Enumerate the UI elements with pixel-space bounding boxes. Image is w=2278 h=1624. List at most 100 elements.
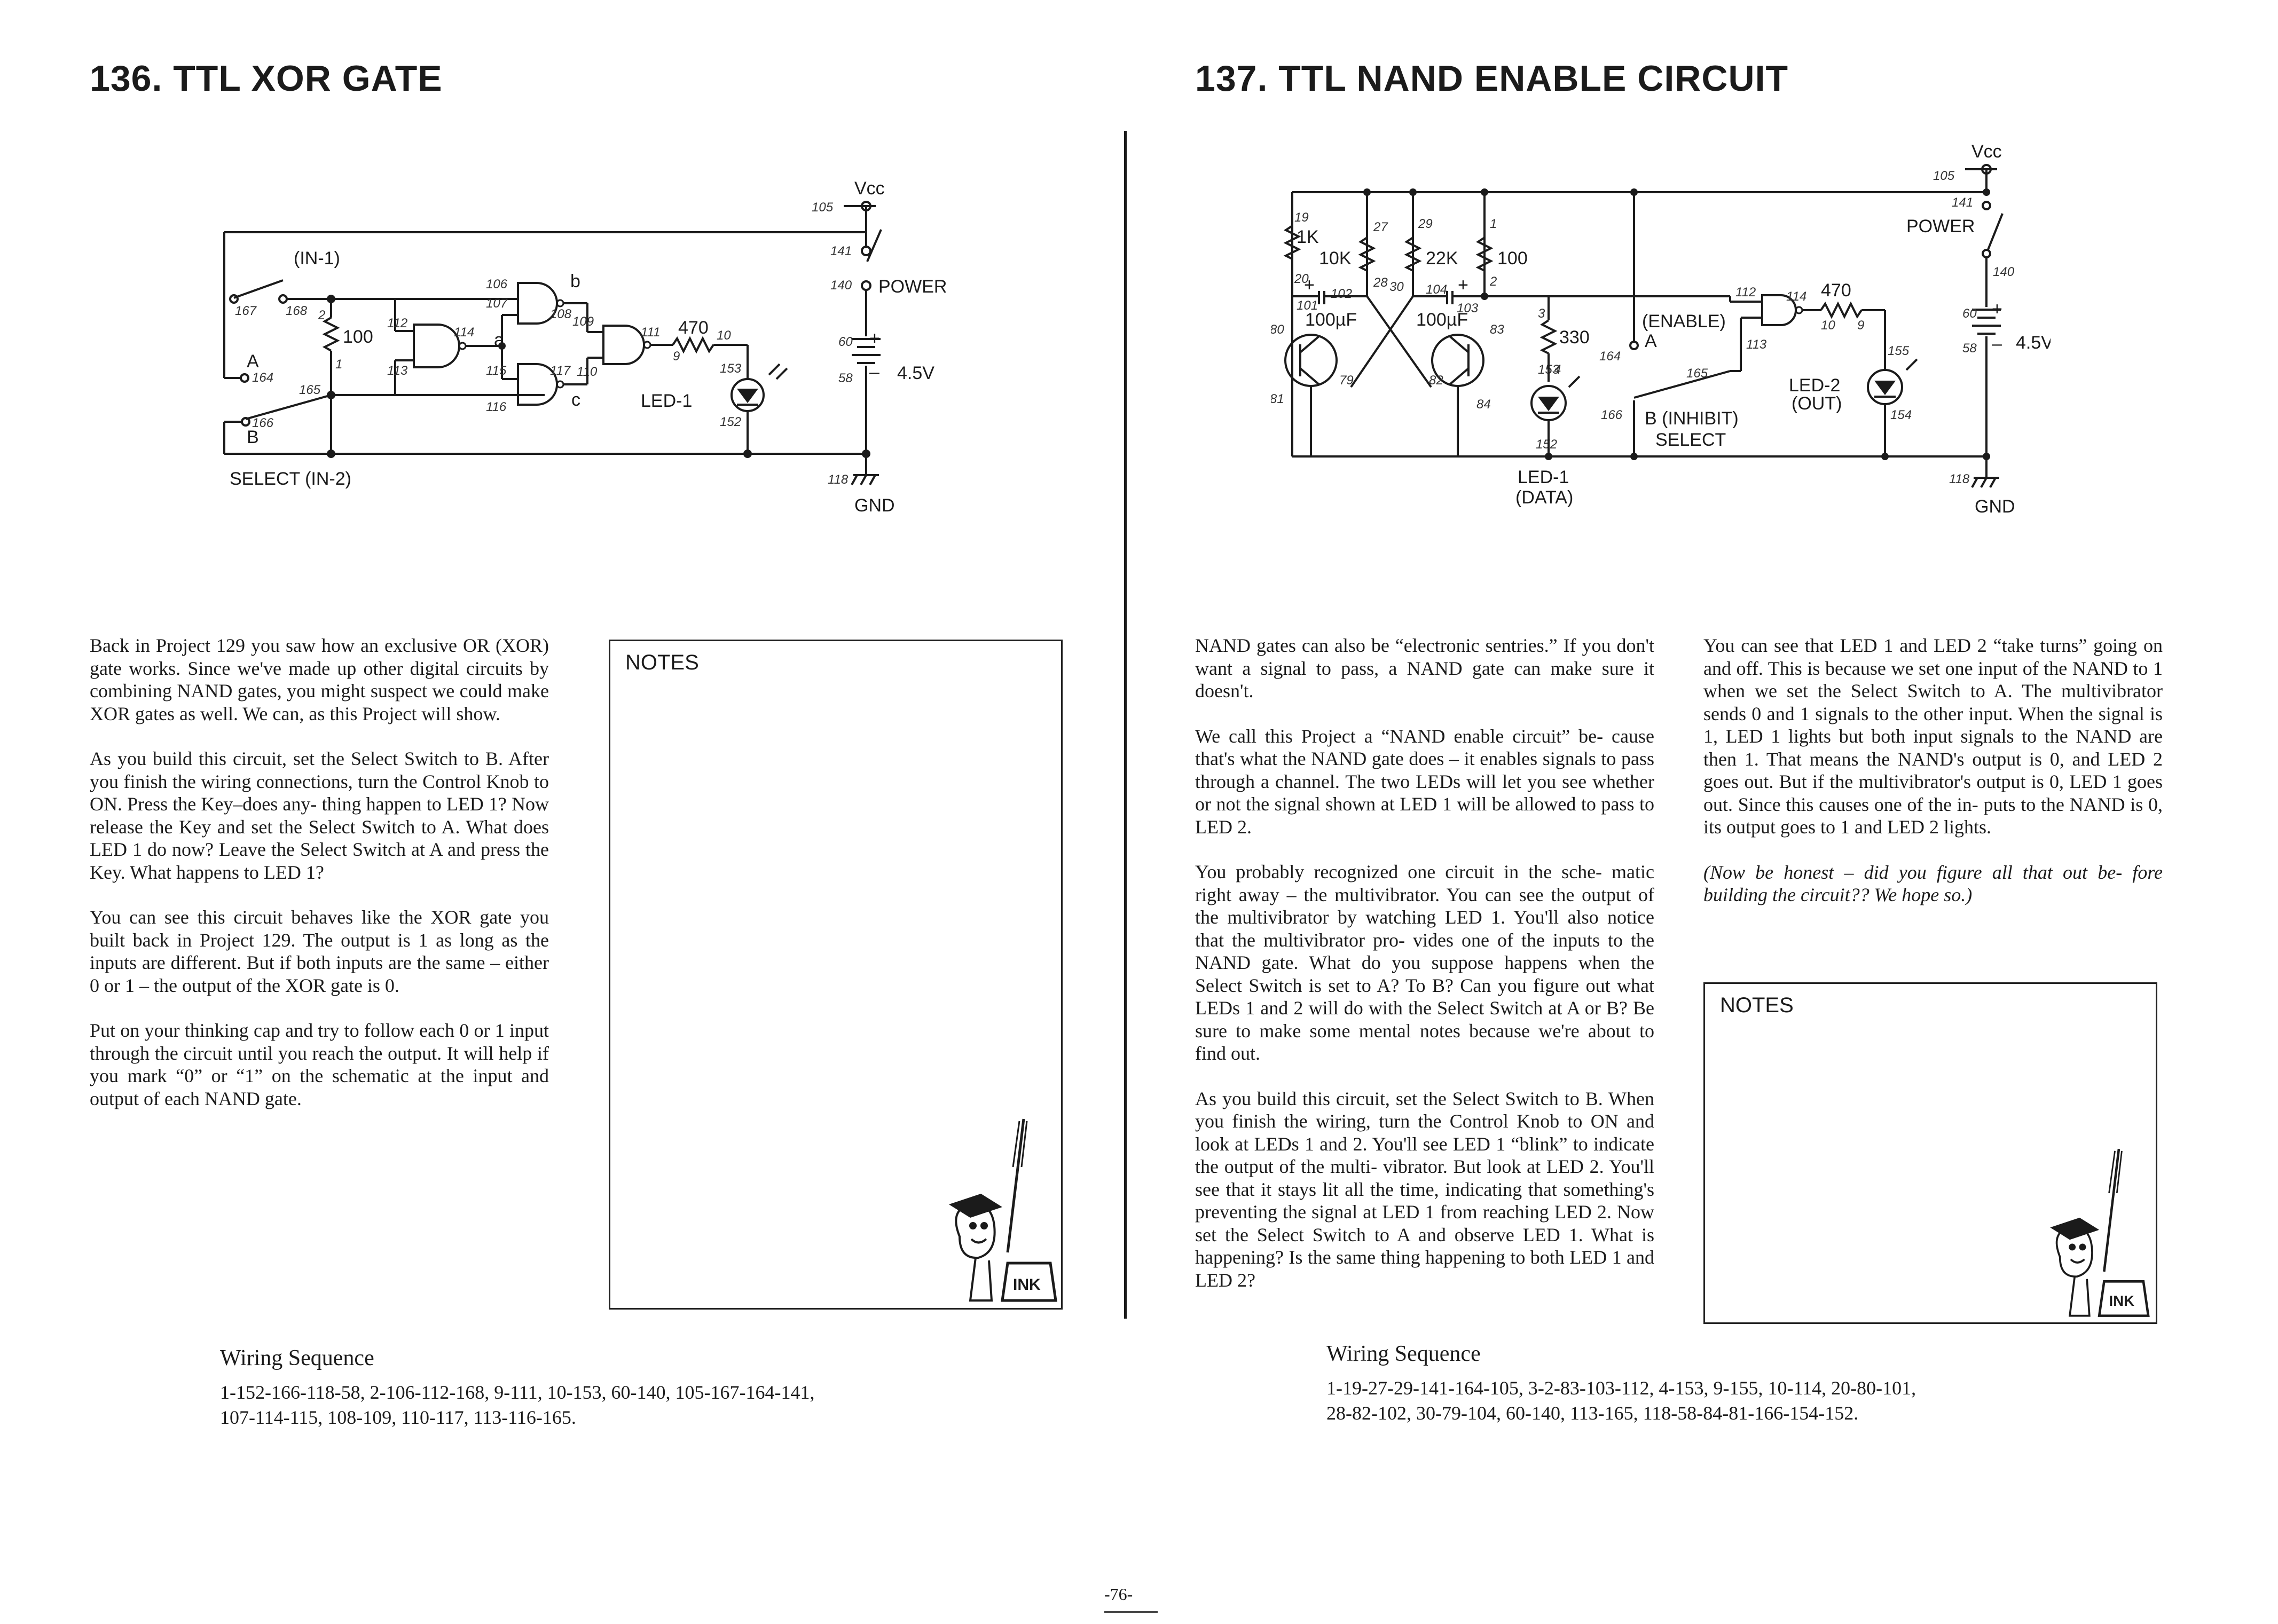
left-paragraph-3: You can see this circuit behaves like th… — [90, 906, 549, 996]
xor-gate-schematic: Vcc 105 141 140 POWER + – 60 58 4.5V 118… — [223, 178, 947, 516]
left-notes-box: NOTES INK — [609, 640, 1063, 1310]
ink-label: INK — [2109, 1292, 2135, 1309]
svg-text:–: – — [1992, 334, 2002, 354]
svg-text:POWER: POWER — [1906, 216, 1975, 236]
svg-text:GND: GND — [1975, 496, 2015, 517]
svg-text:Vcc: Vcc — [1971, 141, 2002, 162]
svg-text:LED-2: LED-2 — [1789, 375, 1840, 396]
svg-text:2: 2 — [318, 308, 325, 322]
svg-text:470: 470 — [1821, 280, 1851, 301]
svg-text:A: A — [1645, 331, 1657, 351]
in1-label: (IN-1) — [294, 248, 340, 269]
svg-text:2: 2 — [1489, 274, 1497, 289]
svg-text:114: 114 — [1786, 289, 1806, 304]
power-label: POWER — [878, 277, 947, 297]
svg-text:A: A — [247, 351, 259, 372]
svg-text:30: 30 — [1389, 280, 1404, 294]
svg-text:116: 116 — [486, 400, 507, 414]
notes-label: NOTES — [625, 651, 699, 674]
svg-text:83: 83 — [1490, 322, 1504, 337]
svg-text:58: 58 — [1962, 341, 1977, 356]
led1-label: LED-1 — [641, 391, 692, 411]
svg-text:153: 153 — [720, 361, 742, 376]
svg-text:+: + — [1304, 275, 1315, 295]
svg-text:104: 104 — [1426, 282, 1447, 297]
svg-text:SELECT: SELECT — [1655, 430, 1726, 450]
ink-mascot-illustration: INK — [949, 1118, 1057, 1302]
right-wiring-title: Wiring Sequence — [1326, 1342, 1481, 1366]
gnd-label: GND — [854, 495, 895, 516]
svg-text:1: 1 — [335, 357, 342, 372]
left-page-title: 136. TTL XOR GATE — [90, 58, 443, 99]
svg-text:LED-1: LED-1 — [1518, 467, 1569, 487]
svg-text:80: 80 — [1271, 322, 1284, 337]
svg-text:9: 9 — [673, 349, 680, 364]
page-divider — [1124, 131, 1127, 1319]
svg-text:100: 100 — [1497, 248, 1528, 269]
svg-text:(ENABLE): (ENABLE) — [1642, 311, 1726, 332]
svg-text:113: 113 — [387, 364, 408, 378]
svg-text:330: 330 — [1559, 327, 1590, 348]
svg-text:112: 112 — [387, 316, 407, 330]
resistor-100-label: 100 — [343, 327, 373, 347]
svg-text:102: 102 — [1331, 287, 1352, 301]
svg-text:140: 140 — [1993, 265, 2015, 279]
svg-text:118: 118 — [1949, 472, 1970, 486]
svg-text:115: 115 — [486, 364, 507, 378]
svg-text:28: 28 — [1373, 275, 1388, 290]
right-wiring-sequence: 1-19-27-29-141-164-105, 3-2-83-103-112, … — [1326, 1376, 1916, 1426]
svg-text:141: 141 — [1952, 195, 1973, 210]
right-paragraph-5: You can see that LED 1 and LED 2 “take t… — [1703, 635, 2163, 838]
svg-text:+: + — [1458, 275, 1468, 295]
svg-text:10K: 10K — [1319, 248, 1352, 269]
svg-text:10: 10 — [717, 328, 731, 343]
svg-text:105: 105 — [1933, 169, 1955, 183]
page-number-underline — [1104, 1611, 1158, 1613]
svg-text:b: b — [570, 271, 580, 291]
svg-text:164: 164 — [252, 370, 273, 385]
svg-text:108: 108 — [550, 307, 572, 321]
svg-text:22K: 22K — [1426, 248, 1458, 269]
svg-text:114: 114 — [454, 325, 474, 340]
left-paragraph-1: Back in Project 129 you saw how an exclu… — [90, 635, 549, 724]
svg-text:112: 112 — [1735, 285, 1756, 299]
right-text-column-2: You can see that LED 1 and LED 2 “take t… — [1703, 634, 2163, 906]
svg-text:79: 79 — [1339, 373, 1354, 388]
svg-text:27: 27 — [1373, 220, 1388, 234]
svg-text:60: 60 — [838, 335, 853, 349]
right-paragraph-3: You probably recognized one circuit in t… — [1195, 861, 1655, 1064]
left-paragraph-2: As you build this circuit, set the Selec… — [90, 748, 549, 883]
select-in2-label: SELECT (IN-2) — [230, 469, 351, 489]
svg-text:166: 166 — [252, 416, 274, 430]
right-paragraph-4: As you build this circuit, set the Selec… — [1195, 1087, 1655, 1291]
nand-enable-schematic: Vcc 105 141 POWER 140 + – 60 58 4.5V 118… — [1271, 141, 2051, 517]
svg-text:118: 118 — [828, 472, 849, 487]
left-wiring-line: 107-114-115, 108-109, 110-117, 113-116-1… — [220, 1407, 576, 1428]
left-wiring-title: Wiring Sequence — [220, 1346, 374, 1370]
svg-text:81: 81 — [1271, 392, 1284, 406]
svg-text:+: + — [1992, 299, 2002, 319]
svg-text:82: 82 — [1429, 373, 1443, 388]
svg-text:164: 164 — [1599, 349, 1621, 364]
svg-text:3: 3 — [1538, 306, 1545, 321]
svg-text:c: c — [571, 390, 580, 410]
page-number: -76- — [1104, 1584, 1133, 1604]
svg-text:107: 107 — [486, 296, 508, 311]
right-text-column-1: NAND gates can also be “electronic sentr… — [1195, 634, 1654, 1291]
svg-text:+: + — [869, 328, 880, 349]
right-italic-paragraph: (Now be honest – did you figure all that… — [1703, 861, 2163, 906]
svg-text:103: 103 — [1457, 301, 1479, 316]
left-wiring-line: 1-152-166-118-58, 2-106-112-168, 9-111, … — [220, 1382, 815, 1403]
svg-text:B (INHIBIT): B (INHIBIT) — [1645, 408, 1739, 429]
svg-text:10: 10 — [1821, 318, 1835, 333]
vcc-label: Vcc — [854, 178, 885, 199]
svg-text:19: 19 — [1294, 210, 1309, 225]
right-wiring-line: 28-82-102, 30-79-104, 60-140, 113-165, 1… — [1326, 1402, 1859, 1424]
svg-text:117: 117 — [550, 364, 571, 378]
svg-text:113: 113 — [1746, 337, 1767, 352]
battery-label: 4.5V — [897, 363, 934, 383]
svg-text:100µF: 100µF — [1416, 310, 1468, 330]
svg-text:58: 58 — [838, 371, 853, 385]
right-paragraph-1: NAND gates can also be “electronic sentr… — [1195, 635, 1654, 701]
svg-text:20: 20 — [1294, 272, 1309, 286]
